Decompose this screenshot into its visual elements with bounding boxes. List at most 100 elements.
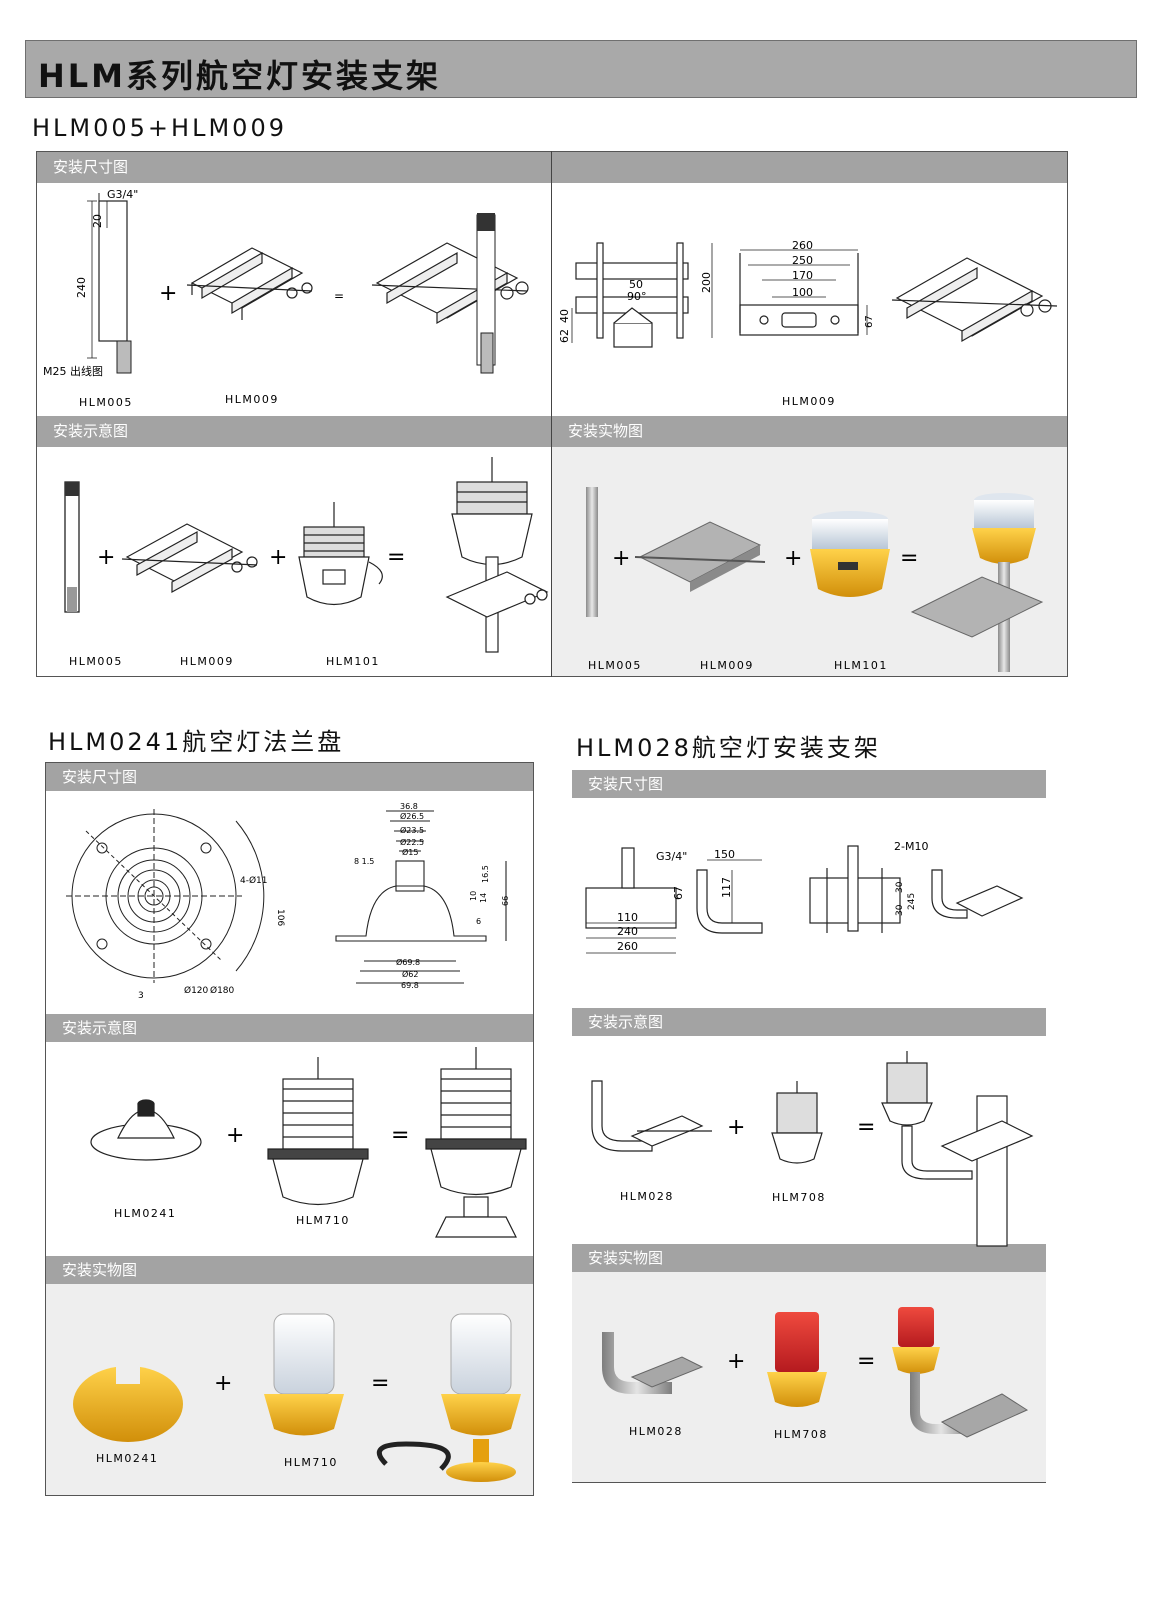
dim-120: Ø120 — [184, 985, 209, 996]
schem-label-hlm028: HLM028 — [620, 1190, 674, 1203]
dim-67-s3: 67 — [672, 886, 685, 900]
hlm005-hlm009-dimension-drawing: G3/4" 20 240 M25 出线图 + = HLM005 HLM009 — [43, 188, 529, 409]
plus-sign: + — [159, 281, 177, 306]
dim-30: 30 — [895, 881, 905, 893]
photo-label-hlm009: HLM009 — [700, 659, 754, 672]
dim-2-m10: 2-M10 — [894, 840, 928, 853]
s2-head-photo: 安装实物图 — [46, 1256, 533, 1284]
dim-g34: G3/4" — [107, 188, 138, 201]
dim-20: 20 — [91, 214, 104, 228]
equals-3: = — [391, 1123, 409, 1148]
dim-62: 62 — [558, 329, 571, 343]
label-hlm009-right: HLM009 — [782, 395, 836, 408]
s2-head-dimension: 安装尺寸图 — [46, 763, 533, 791]
dim-66: 66 — [501, 896, 510, 906]
plus-3: + — [612, 546, 630, 571]
hlm0241-schematic: + = HLM0241 HLM710 — [90, 1047, 527, 1238]
s3-head-dimension: 安装尺寸图 — [572, 770, 1046, 798]
dim-m25: M25 出线图 — [43, 364, 103, 378]
dim-250: 250 — [792, 254, 813, 267]
dim-110: 110 — [617, 911, 638, 924]
hlm028-photo: + = HLM028 HLM708 — [602, 1307, 1029, 1441]
equals-1: = — [387, 545, 405, 570]
dim-69-8b: 69.8 — [401, 981, 419, 990]
dim-117: 117 — [720, 877, 733, 898]
dim-6: 6 — [476, 917, 481, 926]
dim-16-5: 16.5 — [481, 865, 490, 883]
photo-label-hlm0241: HLM0241 — [96, 1452, 158, 1465]
schem-label-hlm101: HLM101 — [326, 655, 380, 668]
dim-36-8: 36.8 — [400, 802, 418, 811]
plus-4: + — [784, 546, 802, 571]
plus-5: + — [226, 1123, 244, 1148]
plus-1: + — [97, 545, 115, 570]
dim-100: 100 — [792, 286, 813, 299]
dim-260-s3: 260 — [617, 940, 638, 953]
dim-23-5: Ø23.5 — [400, 825, 424, 835]
section-title-hlm005-009: HLM005+HLM009 — [32, 114, 287, 142]
hlm0241-photo: + = HLM0241 HLM710 — [73, 1313, 521, 1482]
schem-label-hlm005: HLM005 — [69, 655, 123, 668]
equals-sign: = — [334, 289, 344, 303]
section1-schematic: + + = HLM005 HLM009 HLM101 — [64, 457, 549, 668]
dim-90: 90° — [627, 290, 647, 303]
panel-head-schematic: 安装示意图 — [37, 416, 551, 447]
hlm028-schematic: + = HLM028 HLM708 — [591, 1051, 1034, 1247]
s3-head-schematic: 安装示意图 — [572, 1008, 1046, 1036]
dim-67: 67 — [864, 315, 875, 328]
dim-240: 240 — [75, 277, 88, 298]
s2-head-schematic: 安装示意图 — [46, 1014, 533, 1042]
photo-label-hlm005: HLM005 — [588, 659, 642, 672]
dim-26-5: Ø26.5 — [400, 811, 424, 821]
dim-8-1-5: 8 1.5 — [354, 857, 374, 866]
panel-head-dimension: 安装尺寸图 — [37, 152, 551, 183]
plus-7: + — [727, 1115, 745, 1140]
equals-5: = — [857, 1115, 875, 1140]
photo-label-hlm028: HLM028 — [629, 1425, 683, 1438]
page-title: HLM系列航空灯安装支架 — [38, 57, 442, 95]
dim-4-11: 4-Ø11 — [240, 875, 268, 886]
section-title-hlm0241: HLM0241航空灯法兰盘 — [48, 728, 345, 756]
photo-area-bg — [552, 447, 1067, 676]
dim-50: 50 — [629, 278, 643, 291]
schem-label-hlm710: HLM710 — [296, 1214, 350, 1227]
equals-4: = — [371, 1371, 389, 1396]
dim-3: 3 — [138, 991, 144, 1001]
photo-label-hlm101: HLM101 — [834, 659, 888, 672]
plus-8: + — [727, 1349, 745, 1374]
s3-head-photo: 安装实物图 — [572, 1244, 1046, 1272]
schem-label-hlm0241: HLM0241 — [114, 1207, 176, 1220]
photo-label-hlm710: HLM710 — [284, 1456, 338, 1469]
section-title-hlm028: HLM028航空灯安装支架 — [576, 734, 881, 762]
plus-2: + — [269, 545, 287, 570]
equals-6: = — [857, 1349, 875, 1374]
label-hlm005: HLM005 — [79, 396, 133, 409]
dim-62: Ø62 — [402, 969, 418, 979]
dim-106: 106 — [275, 909, 285, 926]
dim-g34-s3: G3/4" — [656, 850, 687, 863]
schem-label-hlm708: HLM708 — [772, 1191, 826, 1204]
schem-label-hlm009: HLM009 — [180, 655, 234, 668]
plus-6: + — [214, 1371, 232, 1396]
dim-260: 260 — [792, 239, 813, 252]
dim-240-s3: 240 — [617, 925, 638, 938]
dim-10: 10 — [469, 891, 478, 901]
dim-30b: 30 — [895, 904, 905, 916]
equals-2: = — [900, 546, 918, 571]
dim-40: 40 — [558, 309, 571, 323]
dim-180: Ø180 — [210, 985, 235, 996]
dim-14: 14 — [479, 893, 488, 903]
page-title-bar: HLM系列航空灯安装支架 — [25, 40, 1137, 98]
dim-200: 200 — [700, 272, 713, 293]
dim-245: 245 — [907, 893, 917, 910]
hlm0241-dimension-drawing: 4-Ø11 106 3 Ø120 Ø180 36.8 Ø26.5 Ø23.5 Ø… — [66, 802, 510, 1001]
panel-head-photo: 安装实物图 — [552, 416, 1067, 447]
hlm028-dimension-drawing: G3/4" 150 117 67 110 240 260 2-M10 30 30… — [585, 840, 1024, 954]
section1-photo: + + = HLM005 HLM009 HLM101 — [586, 487, 1044, 672]
dim-15: Ø15 — [402, 847, 418, 857]
dim-150: 150 — [714, 848, 735, 861]
photo-label-hlm708: HLM708 — [774, 1428, 828, 1441]
panel-head-empty — [552, 152, 1067, 183]
dim-22-5: Ø22.5 — [400, 837, 424, 847]
hlm009-dimension-drawing: 260 250 170 100 50 90° 200 40 62 67 HLM0… — [558, 239, 1058, 408]
